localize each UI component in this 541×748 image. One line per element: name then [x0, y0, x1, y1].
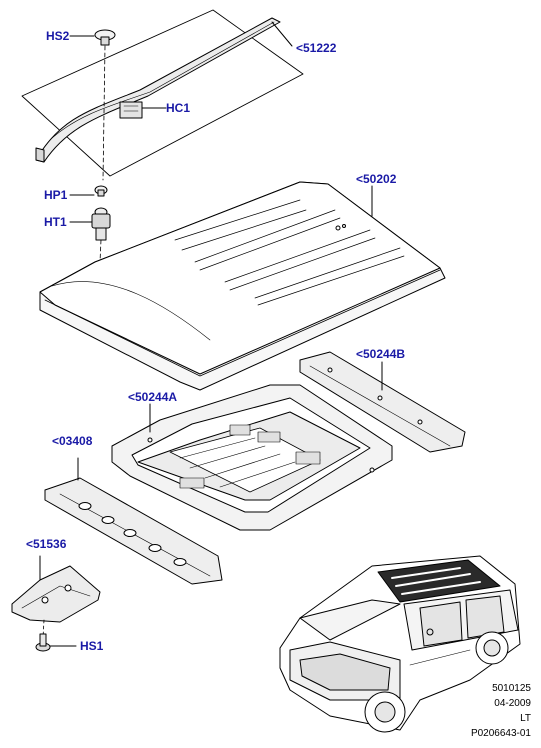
callout-ht1[interactable]: HT1	[44, 215, 67, 229]
roof-rail-part	[35, 17, 281, 163]
header-rail-part	[44, 457, 223, 585]
roof-panel-part	[39, 181, 446, 391]
callout-hp1[interactable]: HP1	[44, 188, 68, 202]
roof-bow-part	[299, 351, 466, 453]
callout-51222[interactable]: <51222	[296, 41, 337, 55]
bracket-part	[11, 555, 101, 623]
diagram-side: LT	[520, 713, 531, 724]
callout-50244a[interactable]: <50244A	[128, 390, 178, 404]
callout-51536[interactable]: <51536	[26, 537, 67, 551]
diagram-code: 5010125	[492, 683, 531, 694]
fastener-hp1-part	[69, 185, 108, 197]
plug-part	[69, 29, 116, 46]
screw-part	[35, 619, 77, 652]
callout-hs1[interactable]: HS1	[80, 639, 104, 653]
diagram-date: 04-2009	[494, 698, 531, 709]
figure-number: P0206643-01	[470, 728, 531, 739]
callout-hc1[interactable]: HC1	[166, 101, 191, 115]
roof-frame-part	[111, 384, 393, 531]
callout-50244b[interactable]: <50244B	[356, 347, 406, 361]
roof-rail-detail-box	[21, 9, 304, 177]
fastener-ht1-part	[69, 207, 111, 241]
callout-50202[interactable]: <50202	[356, 172, 397, 186]
clip-part	[119, 101, 167, 119]
callout-hs2[interactable]: HS2	[46, 29, 70, 43]
vehicle-illustration	[279, 555, 521, 733]
callout-03408[interactable]: <03408	[52, 434, 93, 448]
